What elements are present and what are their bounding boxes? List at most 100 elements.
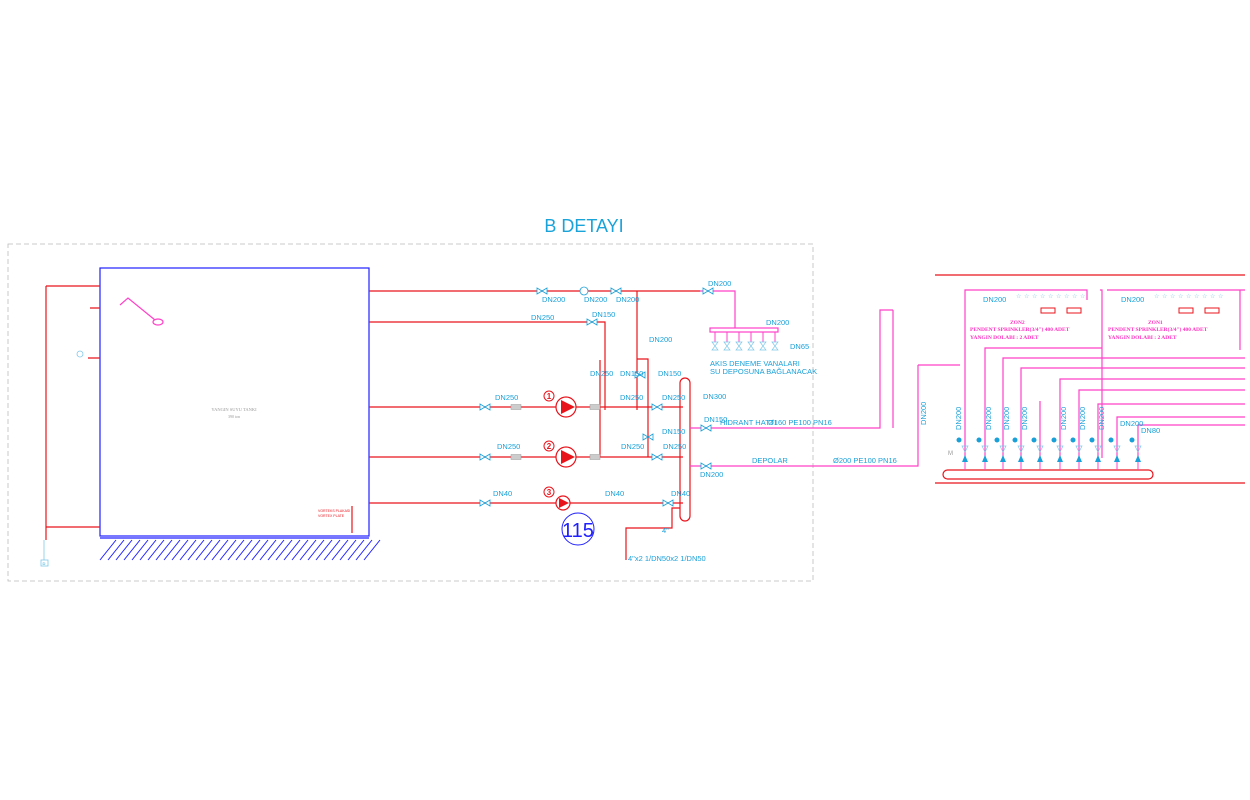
pipe-label: DN150 bbox=[704, 415, 727, 424]
pump-room-piping bbox=[369, 290, 960, 560]
hatch-line bbox=[235, 539, 253, 561]
pipe-label: DN250 bbox=[621, 442, 644, 451]
tank-capacity: 390 ton bbox=[228, 414, 240, 419]
pipe-label: DN200 bbox=[766, 318, 789, 327]
sprinkler-icon: ☆ bbox=[1080, 293, 1085, 300]
valve-icon bbox=[634, 371, 646, 379]
sprinkler-icon: ☆ bbox=[1218, 293, 1223, 300]
hatch-line bbox=[211, 539, 229, 561]
riser-label: DN200 bbox=[1002, 407, 1011, 430]
flow-switch-icon bbox=[981, 445, 989, 453]
sprinkler-icon: ☆ bbox=[1072, 293, 1077, 300]
detail-title: B DETAYI bbox=[544, 216, 623, 236]
zone-cabinet-text: YANGIN DOLABI : 2 ADET bbox=[970, 335, 1039, 341]
zone-name: ZON1 bbox=[1148, 320, 1163, 326]
hatch-line bbox=[363, 539, 381, 561]
hatch-line bbox=[283, 539, 301, 561]
pump-number: 1 bbox=[547, 392, 552, 401]
hatch-line bbox=[355, 539, 373, 561]
pipe-label: Ø160 PE100 PN16 bbox=[768, 418, 832, 427]
hatch-line bbox=[139, 539, 157, 561]
hatch-line bbox=[179, 539, 197, 561]
flex-joint-icon bbox=[589, 404, 601, 410]
sprinkler-icon: ☆ bbox=[1154, 293, 1159, 300]
flow-switch-icon bbox=[999, 445, 1007, 453]
flow-switch-icon bbox=[961, 445, 969, 453]
hatch-line bbox=[203, 539, 221, 561]
check-valve-icon bbox=[1095, 455, 1101, 462]
riser-valve-icon bbox=[1108, 437, 1114, 443]
sprinkler-icon: ☆ bbox=[1162, 293, 1167, 300]
pump-number: 3 bbox=[547, 488, 552, 497]
flow-switch-icon bbox=[1094, 445, 1102, 453]
pipe-label: DN200 bbox=[584, 295, 607, 304]
valve-icon bbox=[479, 453, 491, 461]
zone-sprinkler-text: PENDENT SPRINKLER(3/4") 400 ADET bbox=[970, 326, 1070, 333]
pipe-label: DEPOLAR bbox=[752, 456, 788, 465]
pipe-label: DN250 bbox=[620, 393, 643, 402]
valve-icon bbox=[651, 453, 663, 461]
hatch-line bbox=[331, 539, 349, 561]
hatch-line bbox=[315, 539, 333, 561]
pipe-label: DN250 bbox=[495, 393, 518, 402]
riser-valve-icon bbox=[1031, 437, 1037, 443]
hatch-line bbox=[171, 539, 189, 561]
valve-icon bbox=[662, 499, 674, 507]
hatch-line bbox=[219, 539, 237, 561]
valve-icon bbox=[536, 287, 548, 295]
pump-number: 2 bbox=[547, 442, 552, 451]
test-valve-icon bbox=[759, 341, 767, 351]
hatch-pattern bbox=[99, 539, 381, 561]
flex-joint-icon bbox=[510, 404, 522, 410]
check-valve-icon bbox=[1018, 455, 1024, 462]
sprinkler-icon: ☆ bbox=[1056, 293, 1061, 300]
riser-label: DN200 bbox=[1020, 407, 1029, 430]
flex-joint-icon bbox=[510, 454, 522, 460]
pump-1[interactable]: 1 bbox=[543, 390, 577, 418]
test-valve-icon bbox=[735, 341, 743, 351]
hatch-line bbox=[251, 539, 269, 561]
pump-2[interactable]: 2 bbox=[543, 440, 577, 468]
riser-valve-icon bbox=[1129, 437, 1135, 443]
hatch-line bbox=[147, 539, 165, 561]
pipe-label: SU DEPOSUNA BAĞLANACAK bbox=[710, 367, 817, 376]
hatch-line bbox=[227, 539, 245, 561]
sprinkler-icon: ☆ bbox=[1186, 293, 1191, 300]
test-valve-icon bbox=[747, 341, 755, 351]
hatch-line bbox=[259, 539, 277, 561]
check-valve-icon bbox=[1057, 455, 1063, 462]
pipe-label: DN250 bbox=[663, 442, 686, 451]
valve-icon bbox=[479, 499, 491, 507]
feed-label: DN200 bbox=[919, 402, 928, 425]
test-valve-icon bbox=[711, 341, 719, 351]
zone-cabinet-text: YANGIN DOLABI : 2 ADET bbox=[1108, 335, 1177, 341]
sprinkler-icon: ☆ bbox=[1170, 293, 1175, 300]
test-valve-icon bbox=[723, 341, 731, 351]
flow-switch-icon bbox=[1056, 445, 1064, 453]
check-valve-icon bbox=[1000, 455, 1006, 462]
pipe-label: DN200 bbox=[542, 295, 565, 304]
sprinkler-icon: ☆ bbox=[1040, 293, 1045, 300]
hatch-line bbox=[155, 539, 173, 561]
riser-valve-icon bbox=[1070, 437, 1076, 443]
sprinkler-zones: DN200 DN200 ZON2 PENDENT SPRINKLER(3/4")… bbox=[919, 274, 1245, 484]
pipe-label: DN150 bbox=[662, 427, 685, 436]
riser-label: DN200 bbox=[954, 407, 963, 430]
pipe-label: 4" bbox=[662, 526, 669, 535]
pipe-label: DN250 bbox=[662, 393, 685, 402]
sprinkler-icon: ☆ bbox=[1210, 293, 1215, 300]
riser-label: DN200 bbox=[984, 407, 993, 430]
valve-icon bbox=[702, 287, 714, 295]
pipe-label: DN40 bbox=[493, 489, 512, 498]
pump-3[interactable]: 3 bbox=[543, 486, 571, 511]
hatch-line bbox=[131, 539, 149, 561]
valve-icon bbox=[479, 403, 491, 411]
hatch-line bbox=[275, 539, 293, 561]
hatch-line bbox=[267, 539, 285, 561]
sprinkler-icon: ☆ bbox=[1194, 293, 1199, 300]
pipe-label: DN65 bbox=[790, 342, 809, 351]
valve-icon bbox=[610, 287, 622, 295]
fire-water-tank: YANGIN SUYU TANKI 390 ton VORTEKS PLAKAS… bbox=[99, 267, 370, 539]
